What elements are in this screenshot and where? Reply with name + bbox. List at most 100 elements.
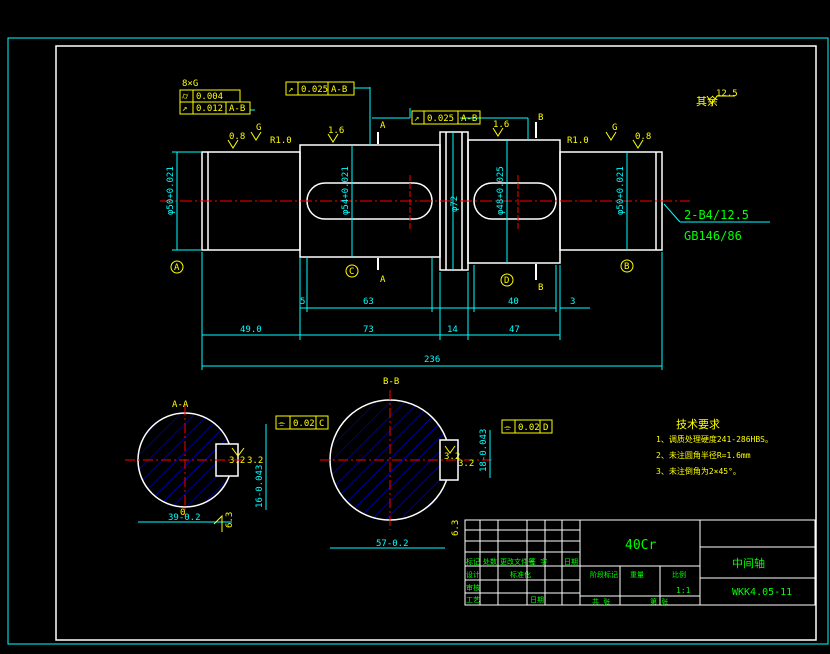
section-a-tol-ref: C: [319, 419, 324, 429]
section-b-rough-2: 3.2: [458, 459, 474, 469]
datum-c: C: [349, 267, 354, 277]
tb-weight: 重量: [630, 571, 644, 579]
diameter-label-2: φ54+0.021: [341, 166, 351, 215]
dim-14: 14: [447, 325, 458, 335]
dim-236: 236: [424, 355, 440, 365]
tolerance-frame-top-mid2: ↗ 0.025 A-B: [411, 110, 481, 125]
tb-ratio: 比例: [672, 570, 686, 579]
tolerance-frame-top-left: 8×G ⌭ 0.004 ↗ 0.012 A-B: [179, 79, 251, 115]
section-b-rough-3: 6.3: [451, 520, 461, 536]
material: 40Cr: [625, 538, 656, 553]
tb-standard: 标准化: [510, 570, 531, 579]
datum-b: B: [624, 262, 629, 272]
tb-stage: 阶段标记: [590, 570, 618, 579]
tol-mid2-ref: A-B: [461, 114, 477, 124]
tech-req-3: 3、未注倒角为2×45°。: [656, 466, 741, 476]
dim-40: 40: [508, 297, 519, 307]
section-a-width: 39-0.2: [168, 513, 201, 523]
section-b-rough-1: 3.2: [444, 452, 460, 462]
section-b-title: B-B: [383, 377, 399, 387]
section-a-tol-sym: ⌯: [278, 419, 286, 429]
section-a-tol-val: 0.02: [293, 419, 315, 429]
diameter-label-3: φ72: [450, 196, 460, 212]
drawing-number: WKK4.05-11: [732, 587, 792, 598]
datum-symbols: [170, 259, 634, 287]
section-a-title: A-A: [172, 400, 189, 410]
section-b-tol-ref: D: [543, 423, 548, 433]
tb-date-2: 日期: [530, 596, 544, 604]
section-mark-a-top: A: [380, 121, 386, 131]
section-a-rough-2: 3.2: [247, 456, 263, 466]
datum-d: D: [504, 276, 509, 286]
tol-mid2-sym: ↗: [414, 114, 419, 124]
tb-design: 设计: [466, 570, 480, 579]
dim-73: 73: [363, 325, 374, 335]
roughness-1: 0.8: [229, 132, 245, 142]
outer-border: [7, 37, 829, 645]
grind-mark-1: G: [256, 123, 261, 133]
section-b-tol-val: 0.02: [518, 423, 540, 433]
fillet-r2: R1.0: [567, 136, 589, 146]
section-a-rough-1: 3.2: [229, 456, 245, 466]
roughness-symbols: [227, 95, 735, 149]
section-a-rough-3: 6.3: [225, 512, 235, 528]
section-a-depth: 16-0.043: [255, 465, 265, 508]
section-a-a: [125, 405, 329, 532]
tol-sym-1: ⌭: [182, 92, 189, 102]
roughness-3: 1.6: [493, 120, 509, 130]
tech-req-1: 1、调质处理硬度241-286HBS。: [656, 434, 773, 444]
tb-review: 审核: [466, 583, 480, 592]
spline-note-1: 2-B4/12.5: [684, 208, 749, 222]
section-b-width: 57-0.2: [376, 539, 409, 549]
tol-ref-2: A-B: [229, 104, 245, 114]
roughness-rest-label: 其余: [696, 94, 718, 108]
fillet-r1: R1.0: [270, 136, 292, 146]
roughness-4: 0.8: [635, 132, 651, 142]
tol-mid-ref: A-B: [331, 85, 347, 95]
part-name: 中间轴: [732, 556, 765, 570]
diameter-label-5: φ50+0.021: [616, 166, 626, 215]
tol-header: 8×G: [182, 79, 198, 89]
tech-req-2: 2、未注圆角半径R=1.6mm: [656, 450, 751, 460]
section-cut-lines: [377, 122, 537, 280]
diameter-label-1: φ50+0.021: [166, 166, 176, 215]
inner-border: [55, 45, 817, 641]
dim-49: 49.0: [240, 325, 262, 335]
section-a-zero: 0: [180, 508, 185, 518]
section-mark-b-top: B: [538, 113, 543, 123]
scale: 1:1: [676, 586, 691, 595]
dim-47: 47: [509, 325, 520, 335]
section-mark-b-bottom: B: [538, 283, 543, 293]
section-mark-a-bottom: A: [380, 275, 386, 285]
tb-sheets: 共 张: [592, 597, 610, 606]
datum-a: A: [174, 263, 180, 273]
tol-sym-2: ↗: [182, 104, 187, 114]
tolerance-frame-top-mid: ↗ 0.025 A-B: [285, 81, 370, 96]
dim-3: 3: [570, 297, 575, 307]
tech-req-title: 技术要求: [676, 418, 720, 431]
dim-63: 63: [363, 297, 374, 307]
tb-change-doc: 更改文件号: [500, 557, 535, 566]
section-b-depth: 18-0.043: [479, 429, 489, 472]
section-b-b: [320, 390, 553, 549]
tb-sheet: 第 张: [650, 597, 668, 606]
tol-val-1: 0.004: [196, 92, 223, 102]
grind-mark-2: G: [612, 123, 617, 133]
dimension-lines: [172, 87, 663, 370]
tb-sign: 签 字: [529, 557, 547, 566]
tol-val-2: 0.012: [196, 104, 223, 114]
spline-note-2: GB146/86: [684, 229, 742, 243]
tb-count: 处数: [483, 557, 497, 566]
tol-mid-val: 0.025: [301, 85, 328, 95]
tb-process: 工艺: [466, 596, 480, 604]
spline-leader: [663, 203, 681, 223]
roughness-2: 1.6: [328, 126, 344, 136]
section-b-tol-sym: ⌯: [504, 423, 512, 433]
roughness-rest-value: 12.5: [716, 89, 738, 99]
diameter-label-4: φ48+0.025: [496, 166, 506, 215]
tb-date: 日期: [564, 558, 578, 566]
tol-mid2-val: 0.025: [427, 114, 454, 124]
title-block: [464, 519, 816, 606]
tol-mid-sym: ↗: [288, 85, 293, 95]
